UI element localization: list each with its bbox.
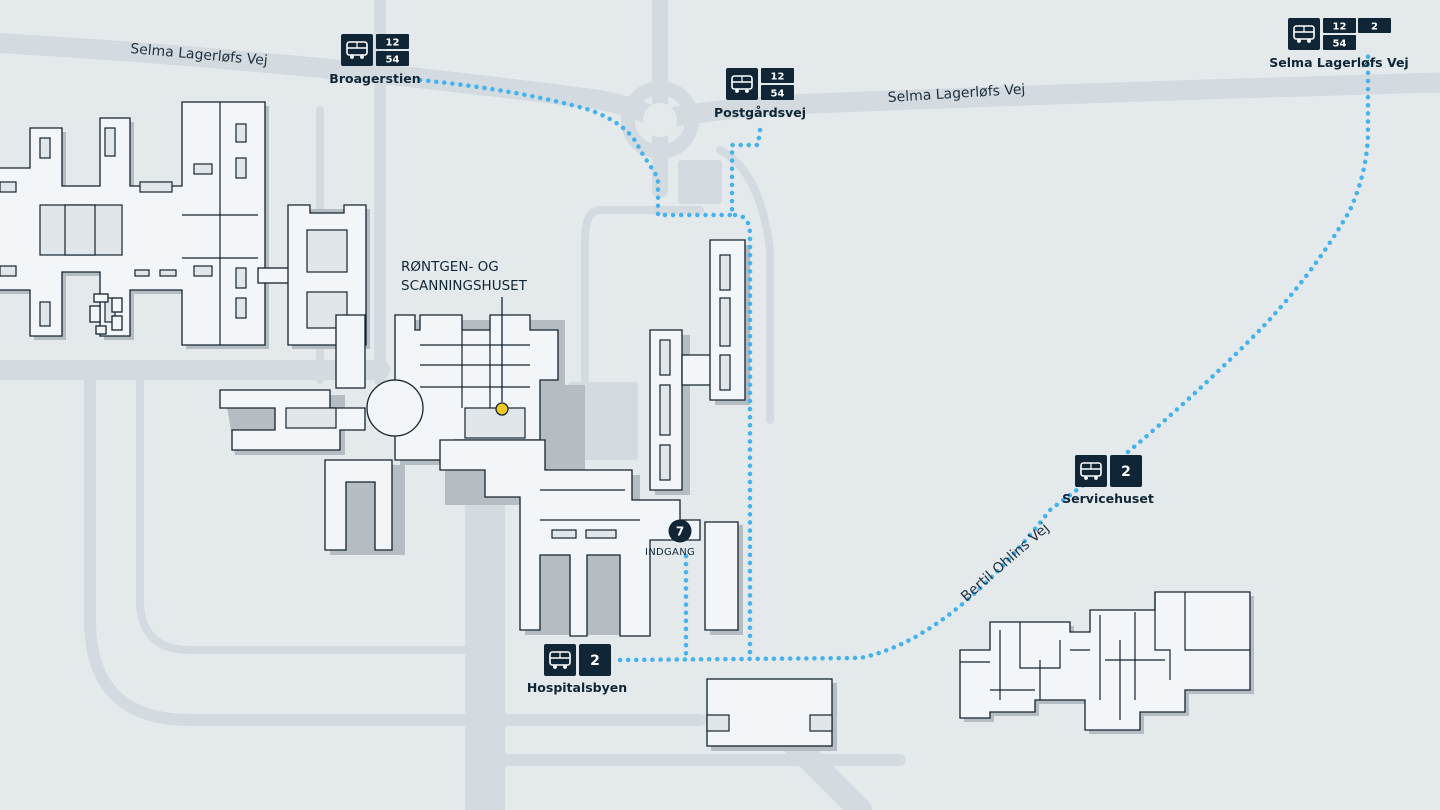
path-postgardsvej bbox=[729, 127, 763, 218]
route-number: 54 bbox=[1333, 39, 1347, 50]
entrance-number: 7 bbox=[676, 525, 684, 539]
bus-stop-servicehuset[interactable]: 2 Servicehuset bbox=[1062, 455, 1154, 506]
location-dot-icon bbox=[495, 402, 509, 416]
bus-stop-name: Broagerstien bbox=[329, 71, 420, 86]
road-inner-loop bbox=[136, 376, 484, 654]
road-east-loop bbox=[716, 146, 774, 424]
roundabout bbox=[621, 81, 700, 159]
bus-stop-name: Servicehuset bbox=[1062, 491, 1154, 506]
building-servicehuset bbox=[959, 591, 1254, 734]
road-south-loop bbox=[84, 374, 706, 726]
route-number: 12 bbox=[1333, 22, 1347, 33]
route-number: 54 bbox=[386, 55, 400, 66]
bus-stop-name: Selma Lagerløfs Vej bbox=[1269, 55, 1408, 70]
walking-paths bbox=[417, 49, 1371, 663]
road-service-loop bbox=[581, 206, 704, 384]
building-central-hospital bbox=[219, 239, 750, 637]
building-west-complex bbox=[0, 101, 370, 349]
path-main-spine bbox=[732, 212, 753, 661]
poi-label-line1: RØNTGEN- OG bbox=[401, 259, 499, 275]
building-south-block bbox=[706, 678, 837, 751]
route-number: 54 bbox=[771, 89, 785, 100]
road-southeast-diagonal bbox=[778, 728, 872, 810]
plaza-center bbox=[568, 382, 638, 460]
route-number: 2 bbox=[1371, 22, 1378, 33]
poi-label-line2: SCANNINGSHUSET bbox=[401, 278, 528, 294]
bus-stop-postgardsvej[interactable]: 12 54 Postgårdsvej bbox=[714, 68, 806, 120]
bus-stop-selma-lagerlofs-vej[interactable]: 12 2 54 Selma Lagerløfs Vej bbox=[1269, 18, 1409, 70]
route-number: 2 bbox=[1121, 464, 1131, 480]
bus-stop-name: Hospitalsbyen bbox=[527, 680, 627, 695]
route-number: 12 bbox=[386, 38, 400, 49]
bus-stop-broagerstien[interactable]: 12 54 Broagerstien bbox=[329, 34, 421, 86]
entrance-marker[interactable]: 7 INDGANG bbox=[645, 519, 695, 559]
bus-stop-hospitalsbyen[interactable]: 2 Hospitalsbyen bbox=[527, 644, 627, 695]
route-number: 2 bbox=[590, 653, 600, 669]
bus-stop-name: Postgårdsvej bbox=[714, 105, 806, 120]
entrance-number-badge bbox=[668, 519, 692, 543]
route-number: 12 bbox=[771, 72, 785, 83]
path-servicehuset-selma bbox=[1125, 49, 1371, 455]
path-broagerstien bbox=[417, 77, 738, 218]
entrance-label: INDGANG bbox=[645, 547, 695, 558]
road-label-bertil-ohlins-vej: Bertil Ohlins Vej bbox=[958, 520, 1052, 605]
poi-rontgen-scanningshuset[interactable]: RØNTGEN- OG SCANNINGSHUSET bbox=[401, 259, 528, 416]
plaza-north bbox=[678, 160, 722, 204]
